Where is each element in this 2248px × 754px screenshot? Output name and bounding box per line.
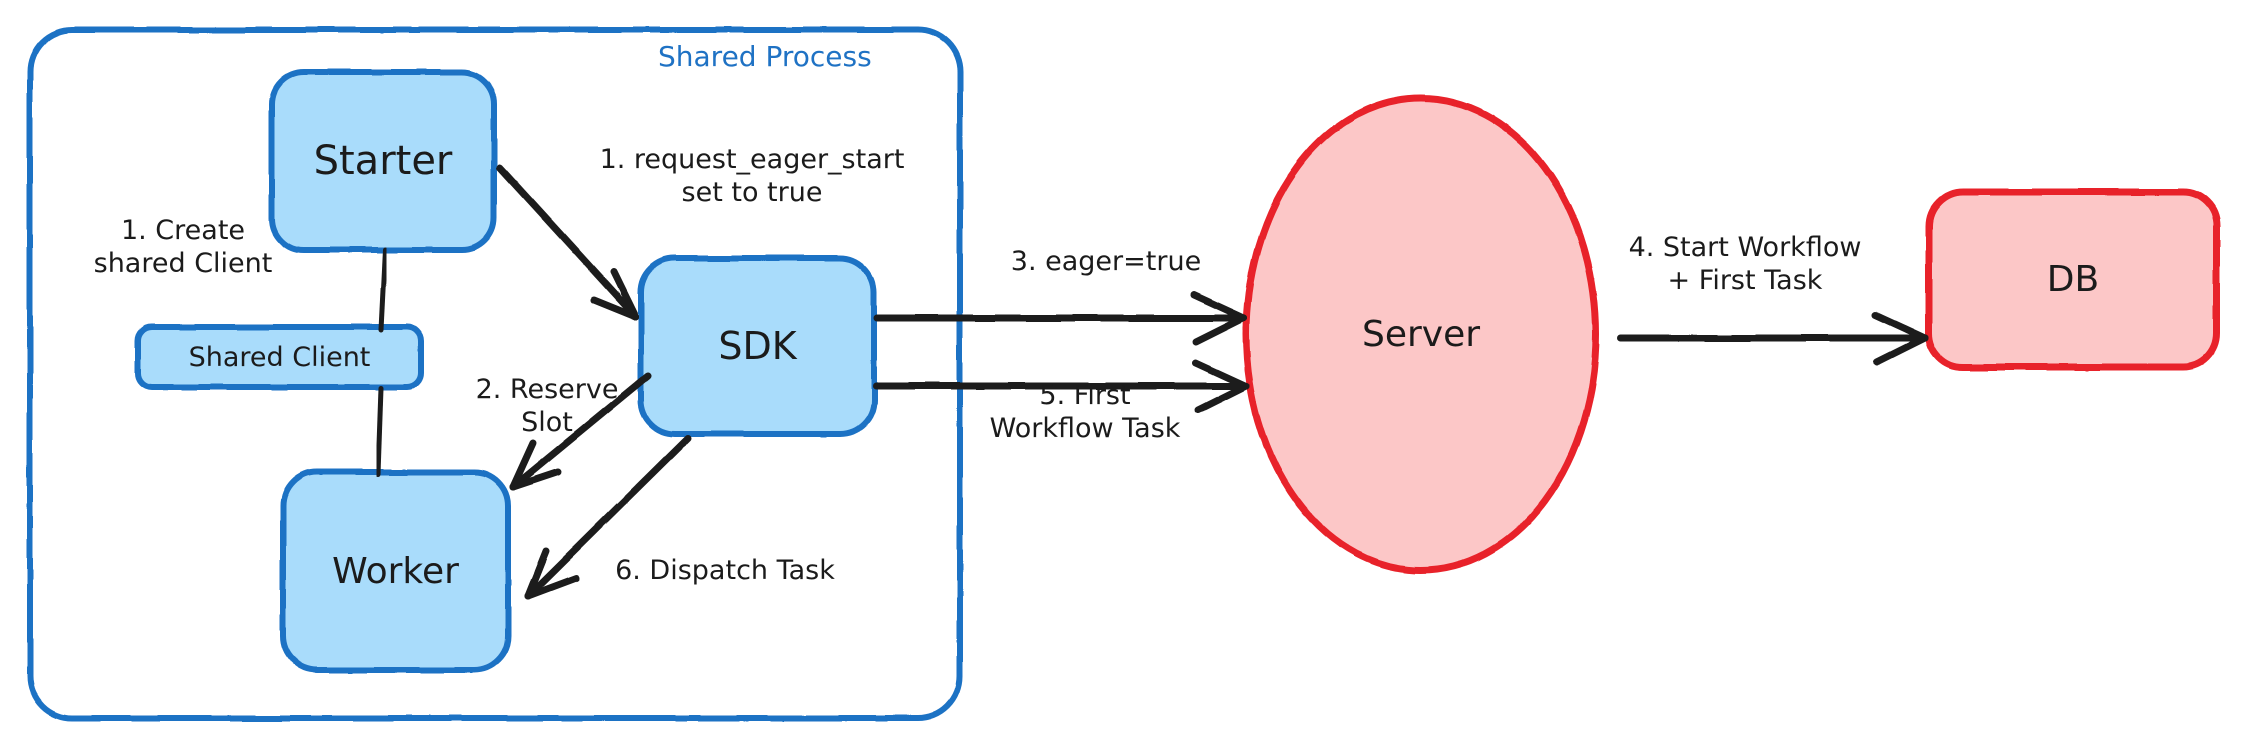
node-shared-client-shape[interactable] bbox=[135, 324, 424, 390]
edge-label-eager-true: 3. eager=true bbox=[1010, 246, 1202, 277]
edge-label-create-shared-client: 1. Create shared Client bbox=[93, 215, 273, 279]
edge-label-dispatch-task: 6. Dispatch Task bbox=[615, 555, 835, 586]
shared-process-title: Shared Process bbox=[658, 40, 872, 73]
edge-reserve-slot bbox=[509, 372, 652, 491]
node-worker-shape[interactable] bbox=[280, 469, 511, 673]
shared-process-container bbox=[27, 27, 963, 721]
edge-label-start-workflow-first-task: 4. Start Workflow + First Task bbox=[1628, 232, 1862, 296]
edge-eager-true bbox=[873, 291, 1248, 346]
edge-dispatch-task bbox=[524, 434, 692, 600]
node-sdk-shape[interactable] bbox=[638, 255, 877, 437]
edge-label-reserve-slot: 2. Reserve Slot bbox=[475, 374, 619, 438]
edge-label-first-workflow-task: 5. First Workflow Task bbox=[989, 380, 1181, 444]
edge-start-workflow-first-task bbox=[1616, 311, 1929, 366]
edge-label-request-eager-start: 1. request_eager_start set to true bbox=[599, 144, 905, 208]
edge-request-eager-start bbox=[496, 164, 640, 321]
edge-create-shared-client bbox=[375, 247, 388, 477]
node-db-shape[interactable] bbox=[1925, 188, 2221, 371]
edge-first-workflow-task bbox=[873, 359, 1250, 414]
node-server-shape[interactable] bbox=[1242, 94, 1600, 574]
